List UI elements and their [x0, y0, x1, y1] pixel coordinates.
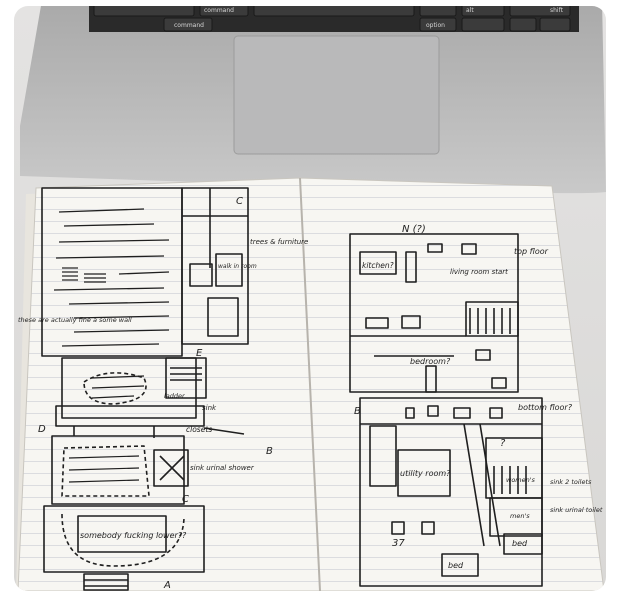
label-bedroom: bedroom? — [410, 357, 451, 366]
label-c-bottom: C — [182, 494, 189, 505]
note-sink: sink — [202, 404, 217, 412]
label-37: 37 — [392, 538, 405, 549]
right-page — [299, 177, 605, 591]
notebook — [16, 177, 605, 591]
note-closets: closets — [186, 425, 212, 434]
label-top-floor: top floor — [514, 247, 549, 256]
key-label-shift: shift — [550, 7, 564, 14]
label-womens: women's — [506, 476, 536, 484]
label-bottom-floor: bottom floor? — [518, 403, 573, 412]
label-bed-bottom: bed — [448, 561, 464, 570]
label-b-left: B — [266, 446, 273, 457]
note-left-margin: these are actually fine a some wall — [18, 316, 132, 324]
key-label-command-2: command — [174, 22, 204, 29]
label-e-mid: E — [196, 348, 203, 359]
label-c-top: C — [236, 196, 243, 207]
note-sink-shower: sink urinal shower — [190, 464, 255, 472]
note-somebody: somebody fucking lower?? — [80, 531, 187, 540]
left-page-annotations: C trees & furniture walk in room these a… — [18, 196, 308, 591]
trackpad — [233, 35, 440, 155]
key-label-command-1: command — [204, 7, 234, 14]
key-label-alt: alt — [466, 7, 474, 14]
label-north: N (?) — [402, 224, 426, 235]
label-sink-urinal: sink urinal toilet — [550, 506, 603, 514]
label-bed-top: bed — [512, 539, 528, 548]
label-utility: utility room? — [400, 469, 451, 478]
label-living-room: living room start — [450, 268, 508, 276]
label-mens: men's — [510, 512, 530, 520]
note-trees: trees & furniture — [250, 238, 308, 246]
key-label-option: option — [426, 22, 445, 29]
left-page — [17, 177, 321, 591]
label-d: D — [38, 424, 46, 435]
label-question: ? — [500, 438, 506, 449]
left-floor-plan-sketch — [41, 187, 249, 591]
note-walk-in: walk in room — [218, 263, 257, 270]
label-a: A — [163, 580, 171, 591]
photo-scene: command command option shift alt — [16, 6, 606, 591]
label-sink-toilets: sink 2 toilets — [550, 478, 592, 486]
right-page-annotations: N (?) top floor kitchen? living room sta… — [354, 224, 603, 570]
right-floor-plan-sketch — [349, 233, 543, 587]
laptop: command command option shift alt — [20, 6, 606, 194]
label-b-right: B — [354, 406, 361, 417]
label-kitchen: kitchen? — [362, 261, 394, 270]
photograph: command command option shift alt — [14, 6, 606, 591]
note-ladder: ladder — [164, 392, 186, 400]
